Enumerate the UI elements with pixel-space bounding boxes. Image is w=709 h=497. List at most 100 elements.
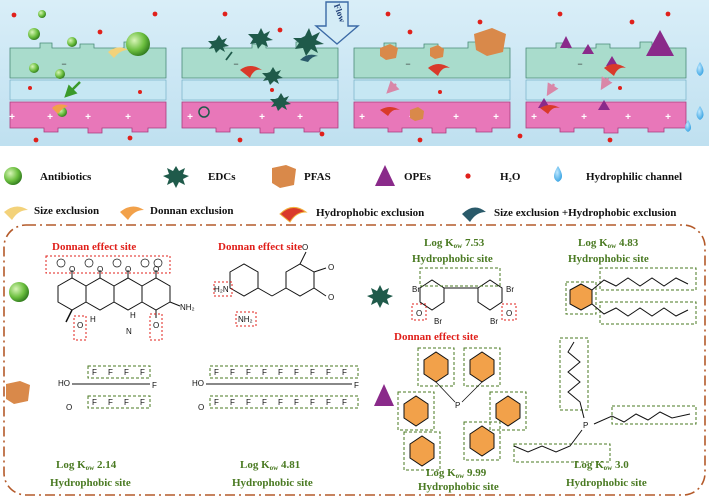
legend-pfas-label: PFAS <box>304 171 331 183</box>
legend-hydrophobic: Hydrophobic exclusion <box>279 207 424 223</box>
hydrophobic-exclusion-icon <box>428 64 450 76</box>
ope-1-logkow: Log Kow 9.99 <box>426 467 487 480</box>
charge-plus: + <box>125 112 131 123</box>
atom-o: O <box>69 265 75 274</box>
antibiotic-1-site-label: Donnan effect site <box>52 241 136 253</box>
atom-ho: HO <box>192 379 204 388</box>
ope-1-structure: P Log Kow 9.99 Hydrophobic site <box>397 347 527 493</box>
edc-1-donnan-label: Donnan effect site <box>394 331 478 343</box>
banner-panel-4 <box>525 41 687 134</box>
charge-plus: + <box>85 112 91 123</box>
edc-1-site-label: Hydrophobic site <box>412 253 493 265</box>
support-layer <box>181 101 339 134</box>
atom-o: O <box>416 309 422 318</box>
hydrophobic-site-box <box>565 281 597 315</box>
pfas-shapes <box>380 28 506 121</box>
hydrophobic-site-box <box>599 301 697 325</box>
atom-o: O <box>125 265 131 274</box>
legend-size-exclusion-label: Size exclusion <box>34 205 99 217</box>
svg-text:F: F <box>246 368 251 377</box>
legend-donnan: Donnan exclusion <box>120 205 233 220</box>
svg-text:F: F <box>140 368 145 377</box>
ope-triangles <box>538 30 674 110</box>
legend-antibiotics-label: Antibiotics <box>40 171 92 183</box>
charge-plus: + <box>297 112 303 123</box>
charge-plus: + <box>493 112 499 123</box>
legend-h2o: H₂O <box>465 171 521 183</box>
arrow-icon <box>546 82 559 97</box>
atom-h: H <box>130 311 136 320</box>
svg-text:F: F <box>294 368 299 377</box>
hydrophobic-site-box <box>513 443 611 463</box>
membrane-banner: − − − − + + + + + + + + + + + + + + + <box>0 0 709 146</box>
alkyl-chain <box>567 341 585 419</box>
arrow-icon <box>225 51 233 61</box>
hydrophobic-site-box <box>599 267 697 291</box>
atom-p: P <box>583 421 588 430</box>
atom-nh2: NH₂ <box>180 303 195 312</box>
svg-text:F: F <box>214 398 219 407</box>
hydrophobic-site-box <box>87 395 151 409</box>
hydrophilic-drops <box>685 62 704 132</box>
svg-text:F: F <box>140 398 145 407</box>
arrow-icon <box>386 80 400 94</box>
svg-text:F: F <box>310 398 315 407</box>
svg-text:F: F <box>230 368 235 377</box>
svg-text:F: F <box>124 368 129 377</box>
pfas-1-site-label: Hydrophobic site <box>50 477 131 489</box>
donnan-site-box <box>235 311 257 327</box>
hydrophobic-exclusion-icon <box>240 66 262 78</box>
edc-2-structure: Log Kow 4.83 Hydrophobic site <box>565 237 697 325</box>
hydrophobic-exclusion-icon <box>380 107 400 116</box>
hydrophobic-site-boxes <box>397 347 527 471</box>
ope-2-structure: P Log Kow 3.0 Hydrophobic site <box>513 337 697 489</box>
donnan-exclusion-icon <box>52 104 68 114</box>
donnan-exclusion-icon <box>120 206 144 220</box>
size-exclusion-icon <box>108 47 128 58</box>
charge-plus: + <box>359 112 365 123</box>
legend: Antibiotics EDCs PFAS OPEs H₂O Hydrophil… <box>4 165 682 223</box>
atom-ho: HO <box>58 379 70 388</box>
bond <box>65 309 73 323</box>
charge-plus: + <box>625 112 631 123</box>
atom-o: O <box>506 309 512 318</box>
charge-plus: + <box>187 112 193 123</box>
svg-text:F: F <box>92 368 97 377</box>
edc-ring <box>198 106 210 118</box>
charge-minus: − <box>233 59 238 69</box>
legend-opes: OPEs <box>375 165 432 186</box>
ope-2-logkow: Log Kow 3.0 <box>574 459 629 472</box>
channel-layer <box>353 79 511 101</box>
flow-arrow: Flow <box>314 1 360 45</box>
atom-h2n: H₂N <box>214 285 229 294</box>
tetracycline-rings <box>57 270 181 318</box>
legend-size-exclusion: Size exclusion <box>4 205 99 220</box>
size-hydrophobic-icon <box>300 54 318 62</box>
svg-text:F: F <box>262 398 267 407</box>
charge-minus: − <box>577 59 582 69</box>
alkyl-chain <box>591 303 689 317</box>
alkyl-chain <box>593 411 691 425</box>
hydrophobic-exclusion-icon <box>604 64 626 76</box>
tetracycline-charges <box>56 258 163 268</box>
legend-edcs: EDCs <box>163 166 236 188</box>
svg-text:F: F <box>342 398 347 407</box>
donnan-site-box <box>45 255 171 274</box>
edc-1-logkow: Log Kow 7.53 <box>424 237 485 250</box>
charge-plus: + <box>581 112 587 123</box>
atom-o: O <box>328 293 334 302</box>
svg-text:F: F <box>278 368 283 377</box>
hydrophobic-exclusion-icon <box>540 105 560 114</box>
antibiotic-2-site-label: Donnan effect site <box>218 241 302 253</box>
charge-plus: + <box>453 112 459 123</box>
legend-h2o-label: H₂O <box>500 171 521 183</box>
water-icon <box>465 173 471 179</box>
legend-opes-label: OPEs <box>404 171 432 183</box>
atom-o: O <box>153 321 159 330</box>
edc-1-rings <box>419 279 503 311</box>
charge-minus: − <box>61 59 66 69</box>
legend-size-hydrophobic: Size exclusion +Hydrophobic exclusion <box>462 207 676 222</box>
support-charges: + + + + + + + + + + + + + + + <box>9 112 671 123</box>
arrow-icon <box>64 81 81 98</box>
